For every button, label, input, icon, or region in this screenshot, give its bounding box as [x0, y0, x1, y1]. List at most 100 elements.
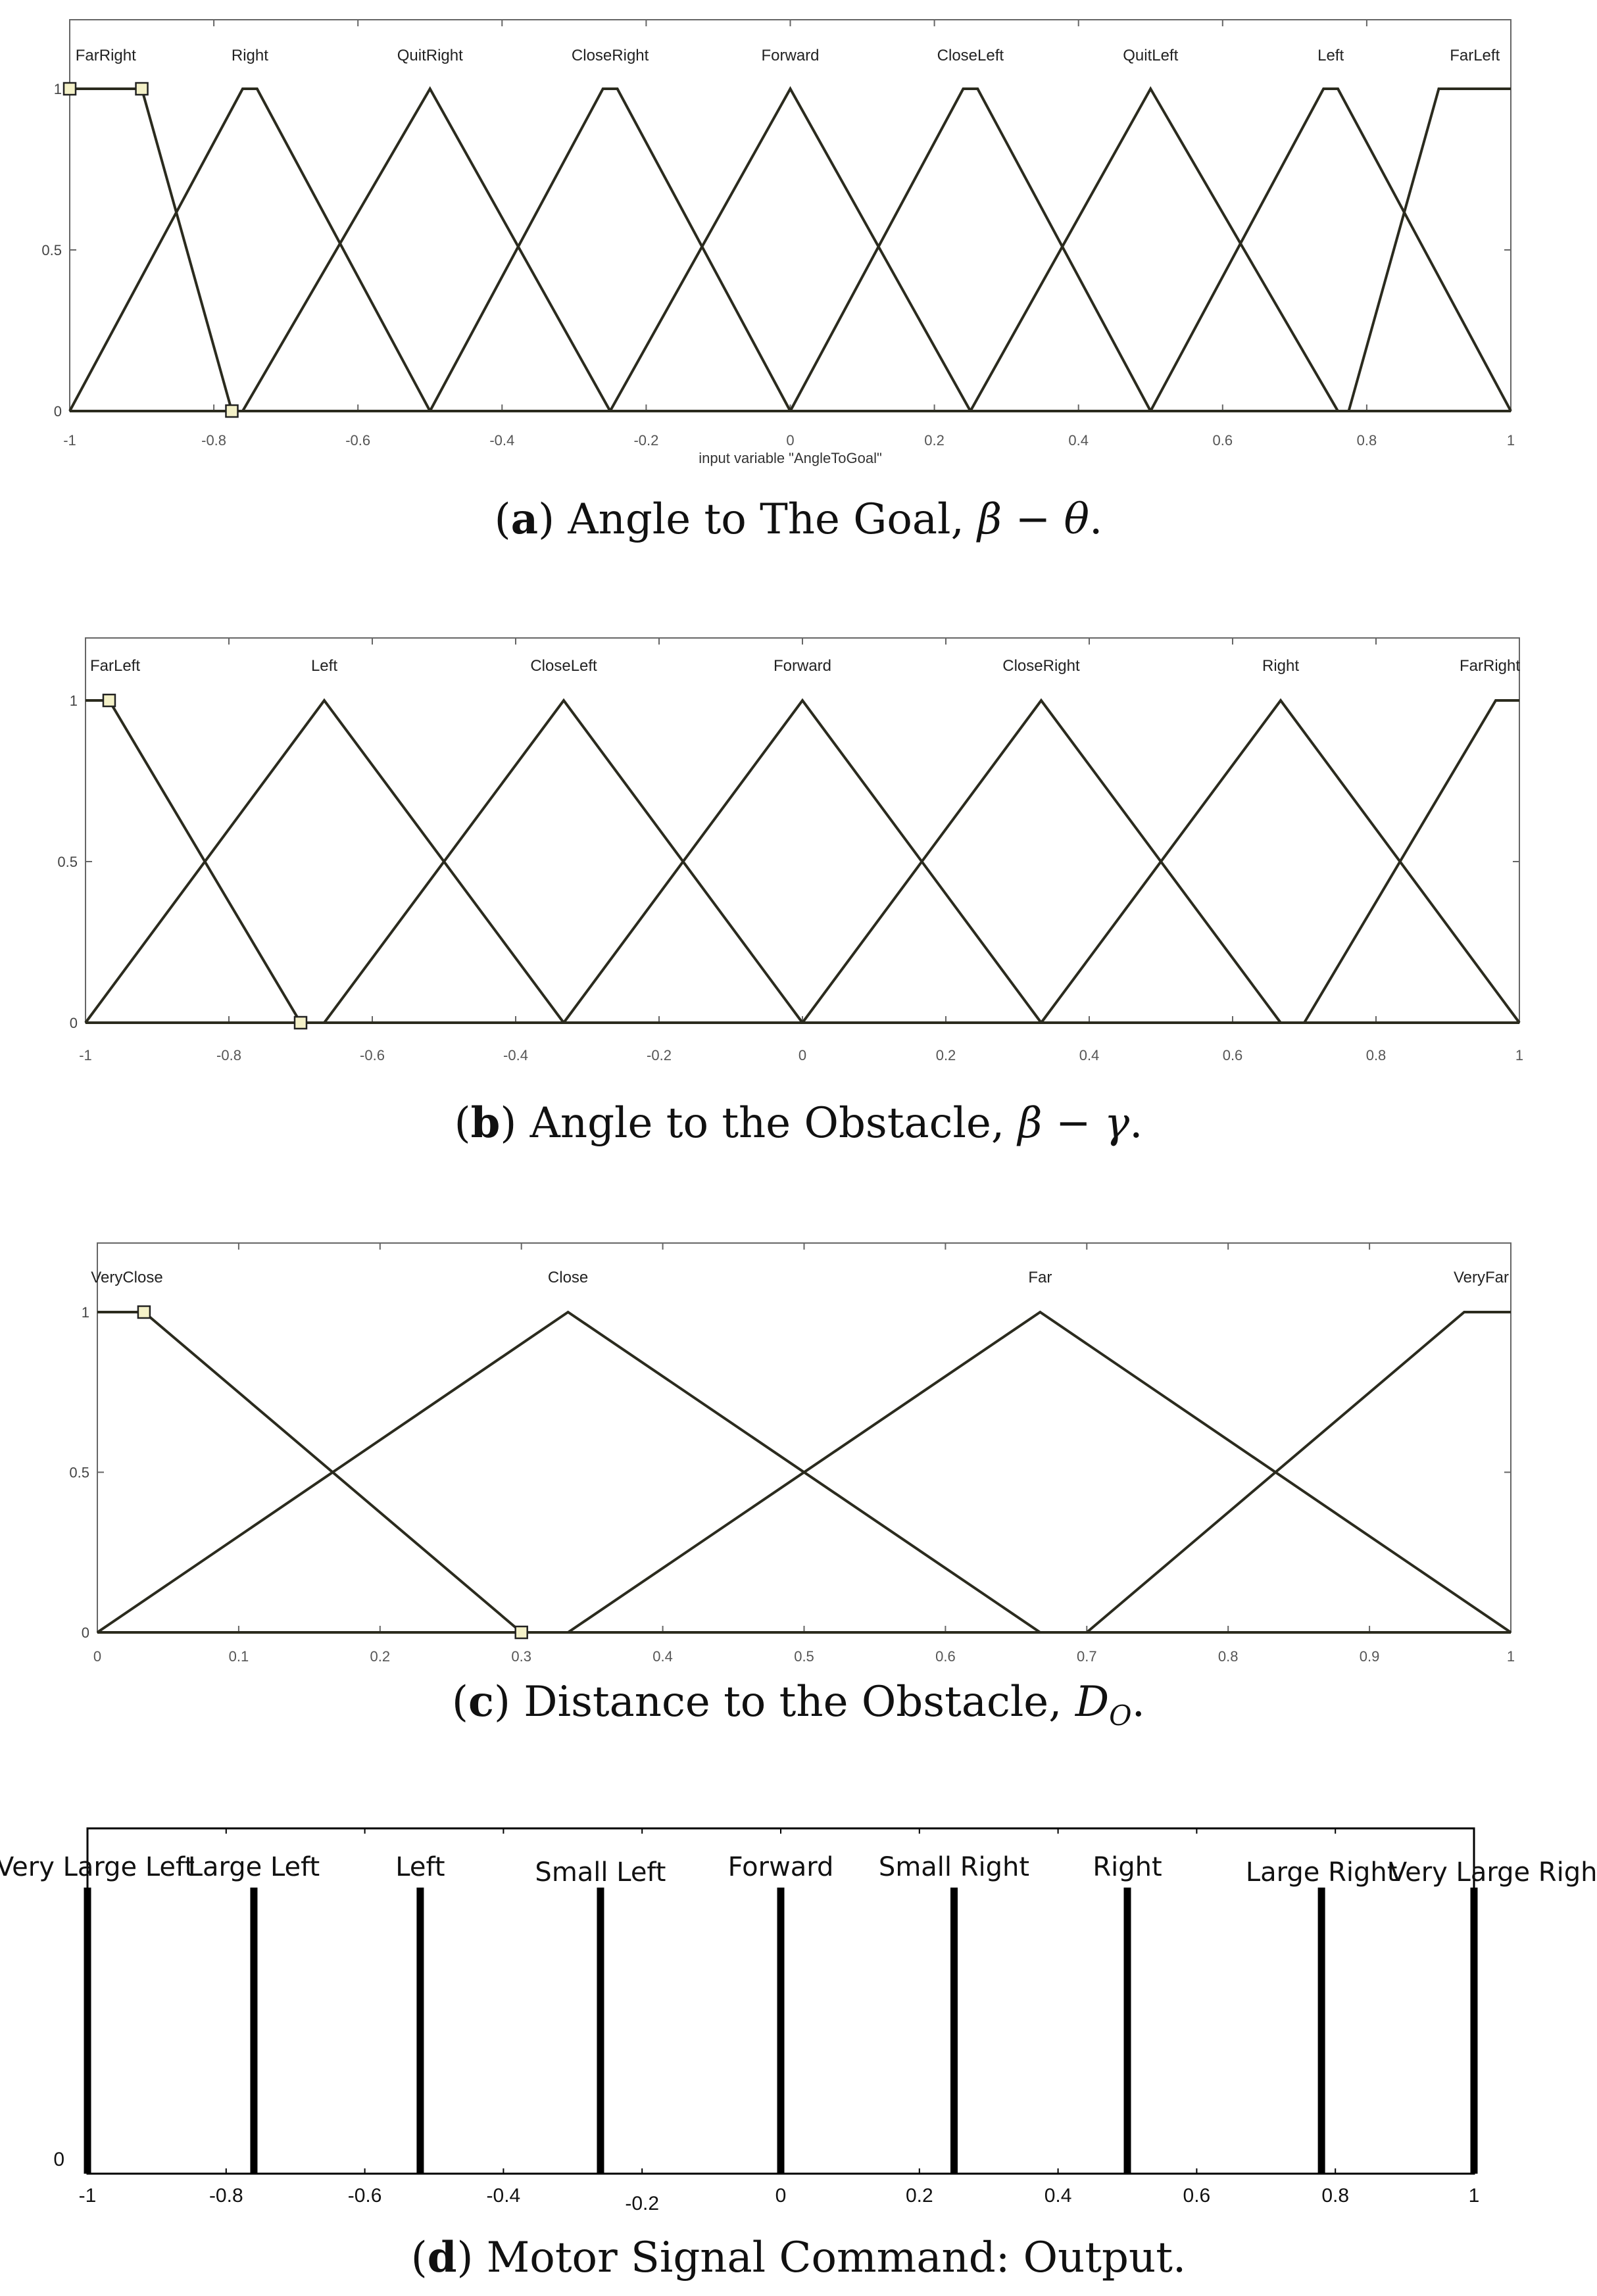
y-tick-label: 0 [53, 2149, 64, 2170]
mf-line-far [567, 1310, 1512, 1634]
x-tick-label: -0.2 [633, 432, 658, 449]
mf-line-left [84, 698, 565, 1024]
x-tick-label: -0.2 [647, 1047, 672, 1063]
mf-label-farleft: FarLeft [1450, 47, 1500, 64]
plot-frame [69, 19, 1511, 412]
mf-label-farright: FarRight [1460, 657, 1520, 675]
mf-label-closeleft: CloseLeft [530, 657, 597, 675]
data-marker [514, 1625, 528, 1640]
mf-line-closeleft [323, 698, 804, 1024]
x-tick-label: 1 [1469, 2185, 1480, 2207]
x-tick-label: -0.8 [201, 432, 226, 449]
data-marker [137, 1305, 151, 1319]
x-tick-label: 1 [1507, 432, 1515, 449]
output-label-left: Left [395, 1852, 445, 1882]
mf-line-left [1149, 87, 1512, 412]
mf-line-veryclose [97, 1311, 522, 1634]
x-tick-label: 0.1 [229, 1648, 249, 1665]
x-tick-label: 0.2 [370, 1648, 391, 1665]
plot-frame [97, 1242, 1511, 1633]
data-marker [102, 693, 116, 708]
mf-label-close: Close [548, 1269, 588, 1286]
x-tick-label: 0.4 [1079, 1047, 1100, 1063]
data-marker [135, 82, 149, 96]
x-axis-label: input variable "AngleToGoal" [699, 450, 882, 466]
y-tick-label: 0.5 [69, 1465, 89, 1481]
x-tick-label: -1 [79, 2185, 97, 2207]
mf-label-left: Left [1317, 47, 1344, 64]
x-tick-label: 0.2 [906, 2185, 933, 2207]
x-tick-label: -0.4 [503, 1047, 528, 1063]
output-label-very-large-left: Very Large Left [0, 1852, 195, 1882]
x-tick-label: -0.6 [360, 1047, 385, 1063]
x-tick-label: -0.4 [487, 2185, 521, 2207]
x-tick-label: 0.4 [1044, 2185, 1072, 2207]
mf-label-quitleft: QuitLeft [1123, 47, 1178, 64]
x-tick-label: 0.3 [511, 1648, 531, 1665]
caption-d: (d) Motor Signal Command: Output. [410, 2233, 1187, 2282]
x-tick-label: 0.8 [1357, 432, 1377, 449]
x-tick-label: 0.6 [1213, 432, 1233, 449]
output-label-very-large-right: Very Large Right [1389, 1857, 1597, 1888]
y-tick-label: 1 [70, 693, 78, 709]
x-tick-label: -0.2 [625, 2193, 659, 2214]
output-label-forward: Forward [728, 1852, 834, 1882]
mf-label-forward: Forward [774, 657, 831, 675]
output-label-right: Right [1093, 1852, 1162, 1882]
x-tick-label: 0.8 [1366, 1047, 1387, 1063]
x-tick-label: -0.8 [209, 2185, 243, 2207]
mf-line-closeright [801, 698, 1282, 1024]
x-tick-label: 0 [775, 2185, 787, 2207]
mf-line-quitleft [969, 85, 1339, 412]
mf-line-farleft [1347, 87, 1511, 412]
mf-label-closeleft: CloseLeft [937, 47, 1004, 64]
x-tick-label: 0.5 [794, 1648, 814, 1665]
mf-label-veryclose: VeryClose [91, 1269, 162, 1286]
x-tick-label: 1 [1515, 1047, 1523, 1063]
x-tick-label: 0.9 [1360, 1648, 1380, 1665]
mf-label-farright: FarRight [76, 47, 136, 64]
x-tick-label: 0 [786, 432, 794, 449]
x-tick-label: 0.4 [652, 1648, 673, 1665]
data-marker [225, 404, 239, 418]
caption-c: (c) Distance to the Obstacle, DO. [452, 1677, 1145, 1732]
x-tick-label: -0.4 [489, 432, 514, 449]
caption-a: (a) Angle to The Goal, β − θ. [494, 495, 1103, 544]
x-tick-label: 0.8 [1218, 1648, 1239, 1665]
y-tick-label: 0.5 [41, 242, 62, 258]
x-tick-label: 0.4 [1068, 432, 1089, 449]
data-marker [62, 82, 77, 96]
data-marker [293, 1015, 308, 1030]
y-tick-label: 1 [54, 81, 62, 97]
y-tick-label: 1 [82, 1304, 89, 1321]
mf-line-farright [1303, 699, 1519, 1024]
x-tick-label: 0.8 [1321, 2185, 1349, 2207]
y-tick-label: 0.5 [57, 854, 78, 870]
mf-label-far: Far [1028, 1269, 1052, 1286]
mf-line-right [1040, 698, 1521, 1024]
x-tick-label: 0.2 [924, 432, 945, 449]
mf-label-forward: Forward [761, 47, 819, 64]
x-tick-label: -1 [63, 432, 76, 449]
mf-label-farleft: FarLeft [90, 657, 140, 675]
caption-b: (b) Angle to the Obstacle, β − γ. [454, 1098, 1143, 1148]
x-tick-label: 0.2 [936, 1047, 956, 1063]
mf-line-forward [608, 85, 972, 412]
y-tick-label: 0 [70, 1015, 78, 1031]
mf-label-closeright: CloseRight [572, 47, 649, 64]
mf-label-veryfar: VeryFar [1454, 1269, 1509, 1286]
x-tick-label: -0.6 [348, 2185, 382, 2207]
mf-line-quitright [241, 85, 612, 412]
y-tick-label: 0 [54, 403, 62, 420]
plot-frame [85, 637, 1520, 1023]
x-tick-label: 0 [798, 1047, 806, 1063]
y-tick-label: 0 [82, 1624, 89, 1641]
mf-line-closeleft [789, 87, 1152, 412]
